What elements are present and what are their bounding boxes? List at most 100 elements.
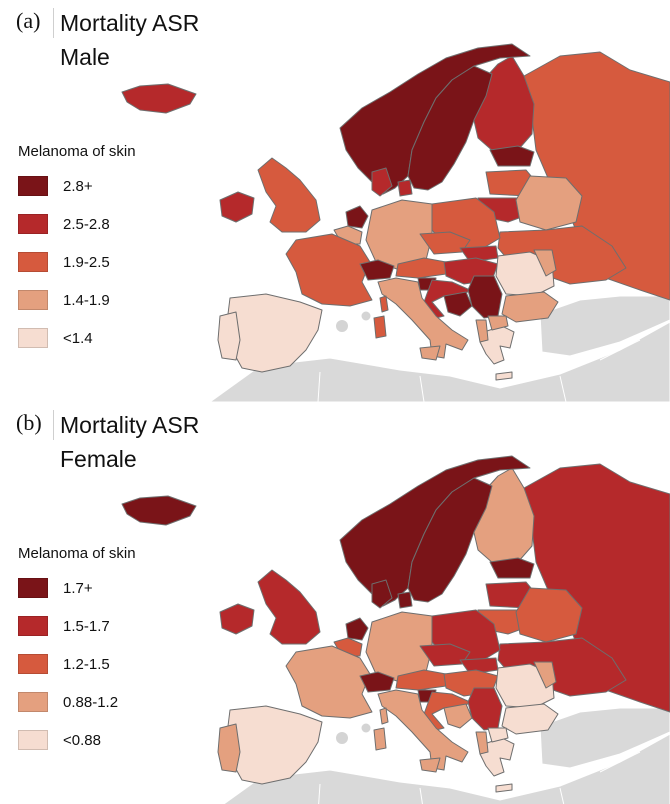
panel-label: (a)	[16, 8, 41, 33]
region-iceland[interactable]	[121, 83, 197, 114]
countries	[121, 43, 670, 381]
legend-label: 1.4-1.9	[63, 291, 110, 309]
legend-label: 1.5-1.7	[63, 617, 110, 635]
panel-title: Mortality ASR Female	[60, 408, 300, 476]
region-estonia[interactable]	[489, 145, 535, 167]
region-bosnia[interactable]	[443, 291, 473, 317]
region-denmark[interactable]	[371, 167, 413, 197]
non-data-land	[539, 295, 670, 357]
region-greece[interactable]	[479, 325, 515, 365]
border-line	[559, 787, 565, 804]
region-moldova[interactable]	[533, 249, 557, 277]
legend-item: 1.2-1.5	[18, 653, 218, 675]
region-belarus[interactable]	[515, 175, 583, 231]
panel-female: (b) Mortality ASR Female Melanoma of ski…	[0, 402, 670, 804]
region-denmark[interactable]	[371, 579, 413, 609]
title-line-2: Male	[60, 44, 110, 70]
region-macedonia[interactable]	[487, 315, 509, 331]
legend-label: 2.5-2.8	[63, 215, 110, 233]
panel-title: Mortality ASR Male	[60, 6, 300, 74]
region-belarus[interactable]	[515, 587, 583, 643]
region-bosnia[interactable]	[443, 703, 473, 729]
region-albania[interactable]	[475, 731, 489, 755]
region-crete[interactable]	[495, 371, 513, 381]
region-italy[interactable]	[377, 689, 469, 771]
legend-label: 0.88-1.2	[63, 693, 119, 711]
region-bulgaria[interactable]	[501, 291, 559, 323]
border-line	[559, 375, 567, 402]
region-russia[interactable]	[523, 463, 670, 713]
region-estonia[interactable]	[489, 557, 535, 579]
region-corsica[interactable]	[379, 707, 389, 725]
title-line-1: Mortality ASR	[60, 10, 200, 36]
border-line	[419, 787, 423, 804]
legend-item: 1.5-1.7	[18, 615, 218, 637]
legend-label: 1.2-1.5	[63, 655, 110, 673]
border-line	[599, 751, 641, 773]
region-macedonia[interactable]	[487, 727, 509, 743]
island-marker	[336, 732, 348, 744]
countries	[121, 455, 670, 793]
legend-title: Melanoma of skin	[18, 143, 136, 160]
border-line	[318, 783, 321, 804]
region-uk[interactable]	[257, 157, 321, 233]
legend-swatch	[18, 214, 48, 234]
region-italy[interactable]	[377, 277, 469, 359]
non-data-land	[539, 707, 670, 769]
region-russia[interactable]	[523, 51, 670, 301]
region-sardinia[interactable]	[373, 727, 387, 751]
panel-label: (b)	[16, 410, 42, 435]
legend-item: 2.8+	[18, 175, 218, 197]
island-marker	[361, 723, 371, 733]
region-france[interactable]	[285, 233, 373, 307]
region-switzerland[interactable]	[359, 671, 395, 693]
legend-item: 1.4-1.9	[18, 289, 218, 311]
legend-title: Melanoma of skin	[18, 545, 136, 562]
panel-male: (a) Mortality ASR Male Melanoma of skin …	[16, 6, 670, 402]
region-ireland[interactable]	[219, 603, 255, 635]
legend: Melanoma of skin 2.8+ 2.5-2.8 1.9-2.5 1.…	[18, 143, 218, 365]
region-serbia[interactable]	[467, 275, 503, 319]
region-serbia[interactable]	[467, 687, 503, 731]
non-data-land	[223, 733, 670, 804]
background-land	[223, 704, 670, 804]
legend-swatch	[18, 290, 48, 310]
region-switzerland[interactable]	[359, 259, 395, 281]
region-uk[interactable]	[257, 569, 321, 645]
legend-swatch	[18, 654, 48, 674]
region-crete[interactable]	[495, 783, 513, 793]
region-czechia[interactable]	[419, 231, 471, 255]
region-corsica[interactable]	[379, 295, 389, 313]
non-data-land	[209, 321, 670, 402]
region-netherlands[interactable]	[345, 205, 369, 229]
region-portugal[interactable]	[217, 723, 241, 773]
border-line	[419, 375, 425, 402]
region-greece[interactable]	[479, 737, 515, 777]
region-iceland[interactable]	[121, 495, 197, 526]
region-netherlands[interactable]	[345, 617, 369, 641]
region-ireland[interactable]	[219, 191, 255, 223]
legend-item: 0.88-1.2	[18, 691, 218, 713]
region-albania[interactable]	[475, 319, 489, 343]
border-line	[599, 339, 641, 361]
region-moldova[interactable]	[533, 661, 557, 689]
legend-item: <0.88	[18, 729, 218, 751]
region-czechia[interactable]	[419, 643, 471, 667]
region-sweden[interactable]	[407, 65, 493, 191]
legend-swatch	[18, 616, 48, 636]
region-sicily[interactable]	[419, 345, 441, 361]
title-divider	[53, 8, 54, 38]
region-france[interactable]	[285, 645, 373, 719]
region-sardinia[interactable]	[373, 315, 387, 339]
region-sweden[interactable]	[407, 477, 493, 603]
border-line	[317, 371, 321, 402]
legend-label: <0.88	[63, 731, 101, 749]
region-bulgaria[interactable]	[501, 703, 559, 735]
region-sicily[interactable]	[419, 757, 441, 773]
legend-swatch	[18, 176, 48, 196]
island-marker	[361, 311, 371, 321]
legend-item: <1.4	[18, 327, 218, 349]
legend-label: 2.8+	[63, 177, 93, 195]
legend-label: 1.7+	[63, 579, 93, 597]
region-portugal[interactable]	[217, 311, 241, 361]
